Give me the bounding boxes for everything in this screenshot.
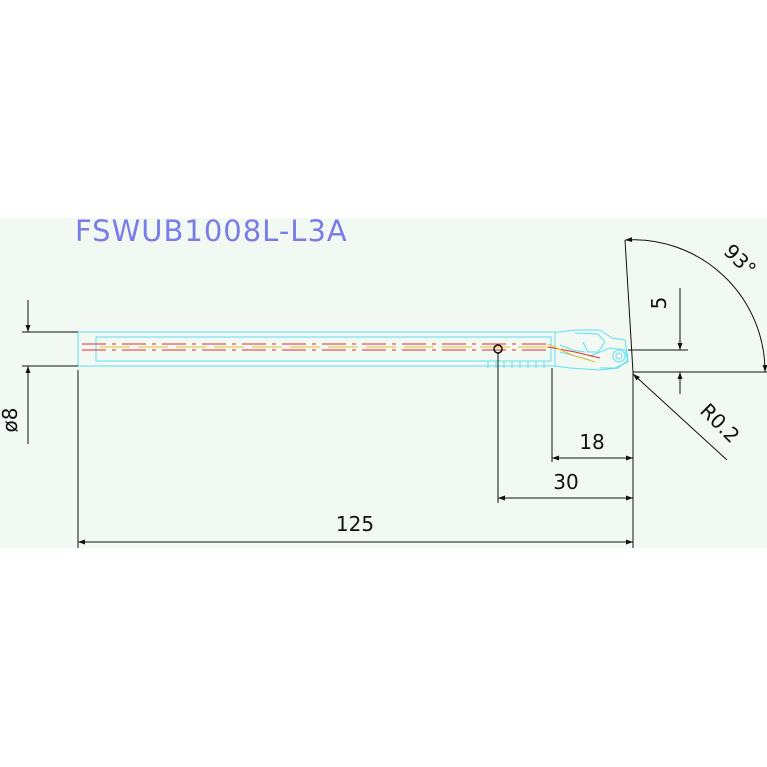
diameter-label: ø8 bbox=[0, 408, 22, 433]
length-30-label: 30 bbox=[553, 470, 578, 494]
offset-5-label: 5 bbox=[647, 297, 671, 310]
length-125-label: 125 bbox=[336, 512, 374, 536]
centerlines bbox=[82, 343, 601, 363]
radius-leader bbox=[632, 373, 728, 461]
angle-label: 93° bbox=[719, 239, 761, 281]
drawing-title: FSWUB1008L-L3A bbox=[75, 214, 348, 248]
angle-dimension bbox=[624, 237, 767, 373]
radius-label: R0.2 bbox=[695, 398, 744, 447]
coolant-hole-marker bbox=[493, 344, 503, 354]
diameter-dimension bbox=[22, 300, 78, 444]
extension-lines bbox=[77, 352, 634, 548]
length-18-label: 18 bbox=[579, 430, 604, 454]
scale-ticks bbox=[487, 361, 545, 368]
